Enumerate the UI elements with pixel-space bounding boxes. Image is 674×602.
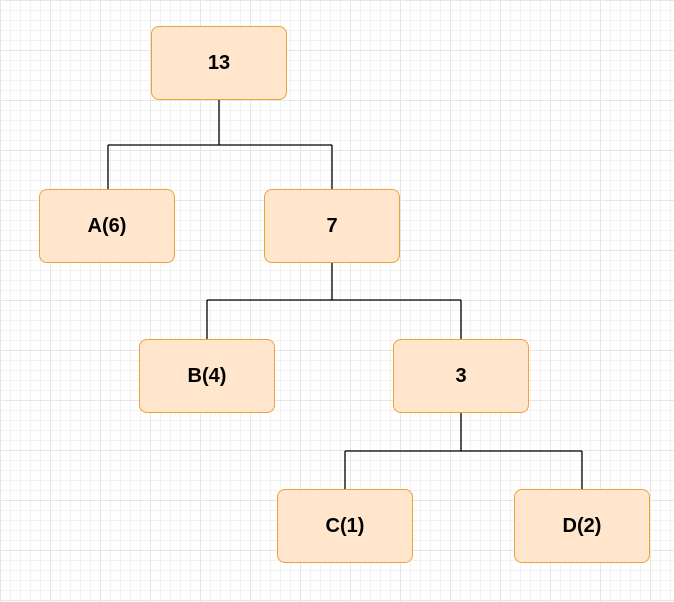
node-7[interactable]: 7 [264, 189, 400, 263]
node-label: D(2) [562, 514, 602, 537]
node-label: C(1) [325, 514, 365, 537]
node-3[interactable]: 3 [393, 339, 529, 413]
connector-7-children [206, 263, 462, 339]
node-a-6[interactable]: A(6) [39, 189, 175, 263]
node-label: A(6) [87, 214, 127, 237]
node-label: 3 [455, 364, 467, 387]
node-root-13[interactable]: 13 [151, 26, 287, 100]
node-label: 7 [326, 214, 338, 237]
node-label: 13 [207, 51, 231, 74]
node-b-4[interactable]: B(4) [139, 339, 275, 413]
node-label: B(4) [187, 364, 227, 387]
node-d-2[interactable]: D(2) [514, 489, 650, 563]
connector-3-children [344, 413, 583, 489]
connector-root-children [107, 100, 333, 189]
node-c-1[interactable]: C(1) [277, 489, 413, 563]
